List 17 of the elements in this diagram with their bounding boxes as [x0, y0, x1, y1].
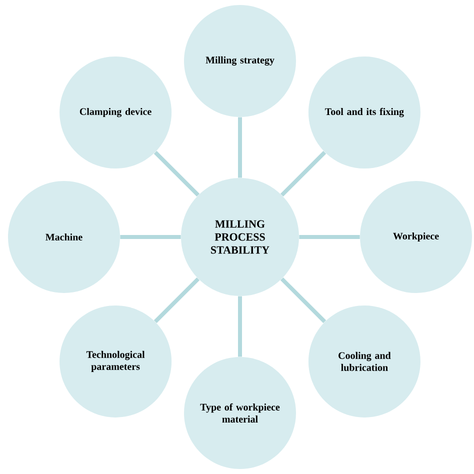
circle-node: Workpiece [360, 181, 472, 293]
connector-line [280, 150, 326, 197]
circle-node: Machine [8, 181, 120, 293]
circle-node: Cooling and lubrication [308, 305, 420, 418]
circle-node: Technological parameters [60, 305, 172, 418]
connector-line [280, 277, 326, 324]
connector-line [120, 235, 181, 239]
circle-node: Type of workpiece material [184, 357, 296, 469]
connector-line [238, 117, 242, 178]
circle-node: Tool and its fixing [308, 56, 420, 169]
circle-node: Milling strategy [184, 5, 296, 117]
connector-line [299, 235, 360, 239]
connector-line [154, 150, 200, 197]
connector-line [154, 277, 200, 324]
circle-node: Clamping device [60, 56, 172, 169]
connector-line [238, 296, 242, 357]
circle-node: MILLING PROCESS STABILITY [181, 178, 299, 296]
